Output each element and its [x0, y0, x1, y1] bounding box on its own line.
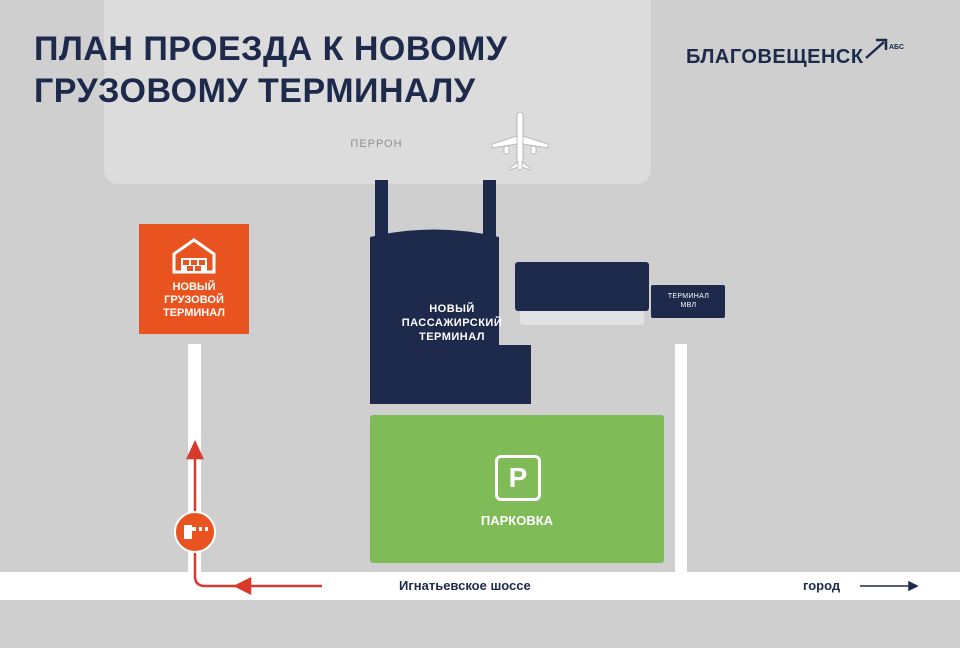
- mvl-terminal-building: [515, 262, 725, 325]
- warehouse-icon: [172, 238, 216, 274]
- airplane-icon: [491, 111, 549, 171]
- title-line-1: ПЛАН ПРОЕЗДА К НОВОМУ: [34, 30, 508, 68]
- road-name: Игнатьевское шоссе: [399, 578, 531, 593]
- passenger-label-line-3: ТЕРМИНАЛ: [418, 331, 486, 343]
- city-arrow-icon: [860, 580, 919, 592]
- cargo-label-line-3: ТЕРМИНАЛ: [162, 307, 226, 319]
- title-line-2: ГРУЗОВОМУ ТЕРМИНАЛУ: [34, 72, 476, 110]
- passenger-terminal-label: НОВЫЙ ПАССАЖИРСКИЙ ТЕРМИНАЛ: [372, 302, 532, 344]
- apron-label: ПЕРРОН: [350, 138, 403, 150]
- logo-text: БЛАГОВЕЩЕНСК: [686, 46, 864, 68]
- logo-arrow-icon: [865, 38, 888, 59]
- cargo-label-line-1: НОВЫЙ: [172, 281, 216, 293]
- parking-label: ПАРКОВКА: [480, 513, 554, 528]
- access-road-right: [675, 344, 687, 584]
- parking-area: P ПАРКОВКА: [370, 415, 664, 563]
- cargo-label-line-2: ГРУЗОВОЙ: [164, 294, 224, 306]
- apron-area: [104, 0, 651, 184]
- parking-sign: P: [495, 455, 541, 501]
- page-title: ПЛАН ПРОЕЗДА К НОВОМУ ГРУЗОВОМУ ТЕРМИНАЛ…: [34, 28, 507, 112]
- mvl-label-line-2: МВЛ: [680, 302, 697, 309]
- passenger-label-line-2: ПАССАЖИРСКИЙ: [401, 317, 503, 329]
- cargo-terminal-label: НОВЫЙ ГРУЗОВОЙ ТЕРМИНАЛ: [139, 281, 249, 320]
- city-label: город: [803, 578, 841, 593]
- main-road: [0, 572, 960, 600]
- barrier-icon: [174, 511, 216, 553]
- mvl-terminal-label: ТЕРМИНАЛ МВЛ: [652, 292, 725, 310]
- mvl-label-line-1: ТЕРМИНАЛ: [667, 293, 710, 300]
- passenger-terminal-building: [370, 180, 531, 404]
- route-arrow-icon: [186, 440, 322, 596]
- logo-sub: АБС: [889, 44, 905, 51]
- cargo-terminal: НОВЫЙ ГРУЗОВОЙ ТЕРМИНАЛ: [139, 224, 249, 334]
- passenger-label-line-1: НОВЫЙ: [429, 303, 475, 315]
